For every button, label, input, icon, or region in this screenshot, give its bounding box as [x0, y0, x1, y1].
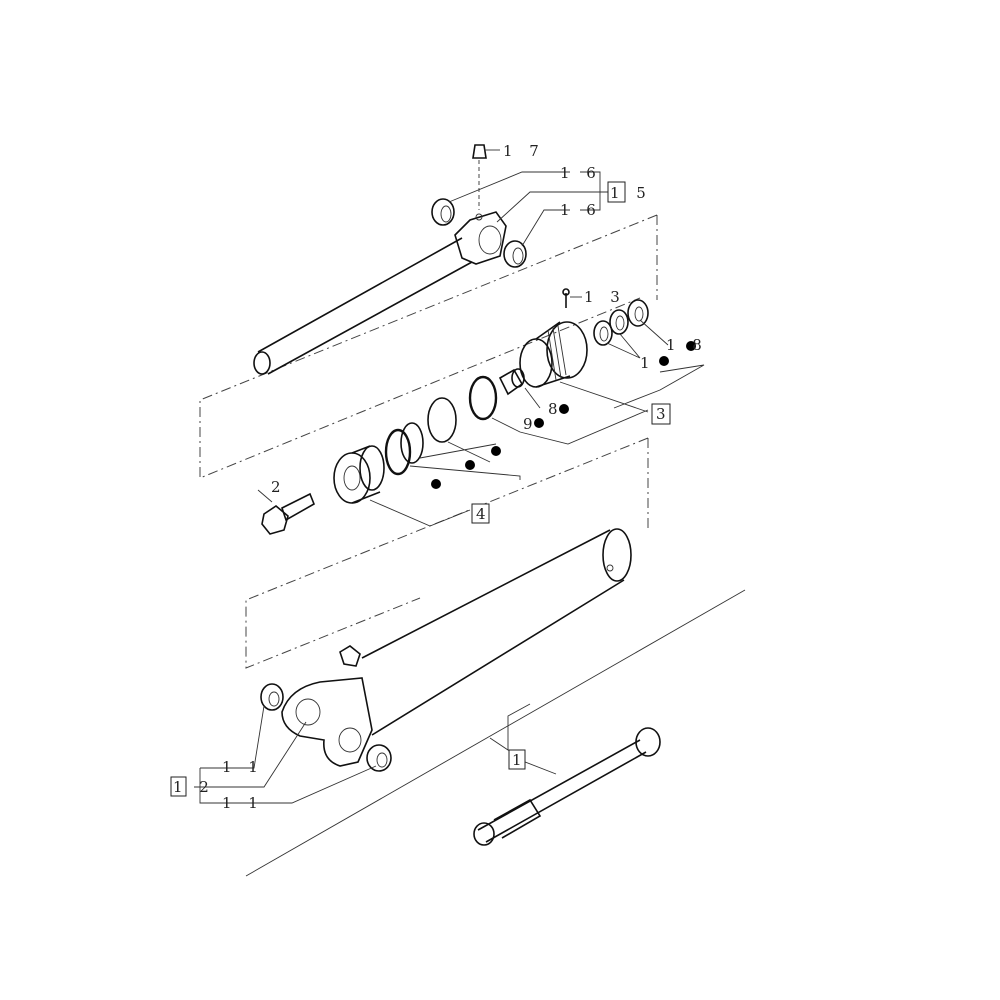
section-divider	[245, 589, 746, 877]
kit-dot	[559, 404, 569, 414]
callout-11-top: 1 1	[222, 758, 264, 776]
piston-wear-ring	[400, 422, 424, 464]
callout-15: 1 5	[610, 184, 652, 202]
callout-16-top: 1 6	[560, 164, 602, 182]
seal-rings	[593, 299, 649, 346]
callout-box-12	[170, 776, 187, 797]
callout-13: 1 3	[584, 288, 626, 306]
callout-16-bottom: 1 6	[560, 201, 602, 219]
bushing-lower-right	[366, 744, 392, 772]
screw-13	[562, 288, 570, 308]
callout-9: 9	[523, 415, 539, 433]
kit-dot	[431, 479, 441, 489]
bushing-upper-right	[503, 240, 527, 268]
callout-4: 4	[476, 505, 492, 523]
kit-dot	[491, 446, 501, 456]
kit-dot	[465, 460, 475, 470]
grease-fitting	[472, 144, 487, 210]
bushing-upper-left	[431, 198, 455, 226]
callout-2: 2	[271, 478, 287, 496]
bushing-lower-left	[260, 683, 284, 711]
callout-18: 1 8	[666, 336, 708, 354]
bushing-8	[498, 368, 525, 396]
piston	[333, 445, 385, 504]
piston-guide-ring	[427, 397, 457, 443]
callout-12: 1 2	[173, 778, 215, 796]
piston-rod	[253, 211, 507, 375]
callout-box-4	[471, 503, 490, 524]
kit-dot	[534, 418, 544, 428]
assembly-thumbnail	[473, 727, 661, 846]
callout-8: 8	[548, 400, 564, 418]
callout-1-assembly: 1	[512, 751, 528, 769]
o-ring-9	[468, 375, 498, 421]
piston-group-outline	[245, 437, 649, 669]
kit-dot	[686, 341, 696, 351]
cylinder-barrel	[281, 528, 632, 767]
leader-lines	[194, 149, 705, 804]
callout-17: 1 7	[503, 142, 545, 160]
gland-head	[519, 321, 588, 388]
rod-group-outline	[199, 214, 658, 479]
callout-box-1	[508, 749, 526, 770]
callout-3: 3	[656, 405, 672, 423]
piston-seal-ring	[384, 428, 412, 476]
callout-11-bottom: 1 1	[222, 794, 264, 812]
callout-box-15	[607, 181, 626, 203]
bolt-2	[261, 492, 316, 535]
kit-dot	[659, 356, 669, 366]
callout-1-seal: 1	[640, 354, 656, 372]
callout-box-3	[651, 403, 671, 425]
